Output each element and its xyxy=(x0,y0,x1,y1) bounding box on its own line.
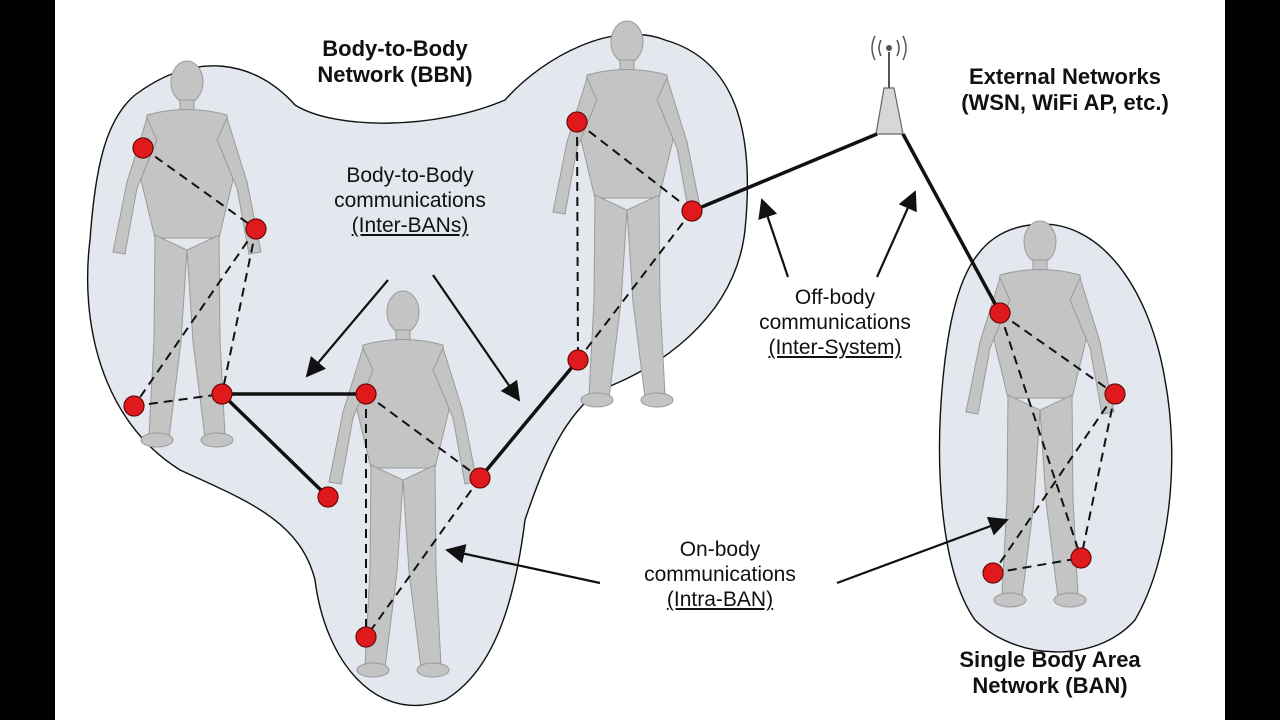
body-to-body-communications-label: Body-to-Body communications (Inter-BANs) xyxy=(334,164,486,238)
sensor-nodes xyxy=(123,111,1126,648)
red-dot-icon xyxy=(566,111,588,133)
red-dot-icon xyxy=(1104,383,1126,405)
red-dot-icon xyxy=(989,302,1011,324)
red-dot-icon xyxy=(245,218,267,240)
diagram-panel: Body-to-Body Network (BBN) External Netw… xyxy=(55,0,1225,720)
single-ban-label: Single Body Area Network (BAN) xyxy=(959,647,1141,699)
bbn-title: Body-to-Body Network (BBN) xyxy=(317,36,473,88)
antenna-icon xyxy=(871,35,907,135)
inter-ban-links xyxy=(220,132,1002,499)
red-dot-icon xyxy=(132,137,154,159)
off-body-communications-label: Off-body communications (Inter-System) xyxy=(759,286,911,360)
red-dot-icon xyxy=(355,626,377,648)
red-dot-icon xyxy=(1070,547,1092,569)
red-dot-icon xyxy=(317,486,339,508)
red-dot-icon xyxy=(681,200,703,222)
external-networks-label: External Networks (WSN, WiFi AP, etc.) xyxy=(961,64,1169,116)
red-dot-icon xyxy=(469,467,491,489)
on-body-communications-label: On-body communications (Intra-BAN) xyxy=(644,538,796,612)
annotation-arrows xyxy=(305,190,1009,585)
red-dot-icon xyxy=(567,349,589,371)
red-dot-icon xyxy=(355,383,377,405)
network-diagram xyxy=(86,20,1173,707)
red-dot-icon xyxy=(123,395,145,417)
intra-ban-links xyxy=(133,121,1116,638)
red-dot-icon xyxy=(982,562,1004,584)
red-dot-icon xyxy=(211,383,233,405)
